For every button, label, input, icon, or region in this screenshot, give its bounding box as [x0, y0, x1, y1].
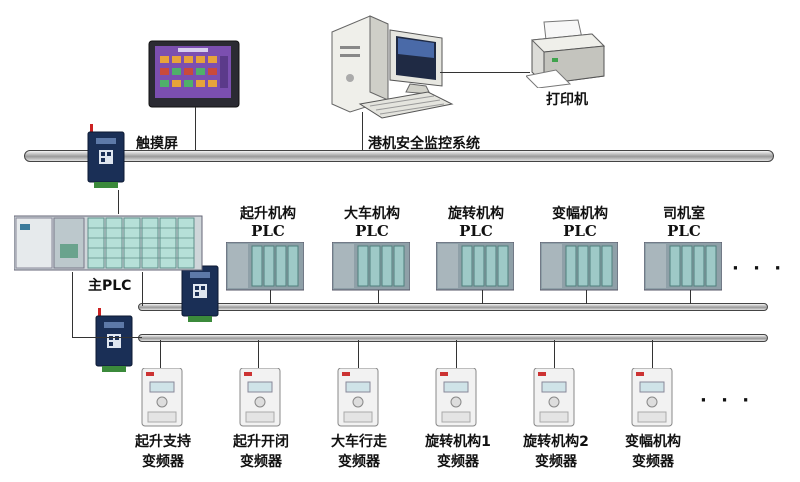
touch-screen-label: 触摸屏: [136, 136, 178, 152]
main-plc-invbus-link: [72, 272, 73, 338]
gateway-icon: [94, 308, 134, 374]
plc-rack-cab: [643, 241, 723, 292]
inverter-ellipsis: · · ·: [700, 390, 754, 411]
plc-drop-gantry: [378, 290, 379, 304]
plc-drop-slew: [482, 290, 483, 304]
computer-printer-link: [440, 72, 530, 73]
plc-rack-luffing: [539, 241, 619, 292]
inverter-icon: [532, 367, 578, 428]
plc-type-slew: PLC: [459, 222, 493, 240]
ethernet-bus: [24, 150, 774, 162]
inverter-label-5: 旋转机构2: [523, 434, 589, 450]
computer-icon: [330, 8, 460, 120]
inv-drop: [554, 340, 555, 368]
computer-link: [362, 112, 363, 152]
plc-name-gantry: 大车机构: [344, 206, 400, 222]
inverter-label-1: 起升支持: [135, 434, 191, 450]
plc-rack-gantry: [331, 241, 411, 292]
inverter-label-4: 旋转机构1: [425, 434, 491, 450]
main-plc-invbus-hlink: [72, 337, 142, 338]
plc-rack-hoist: [225, 241, 305, 292]
inverter-icon: [630, 367, 676, 428]
plc-name-slew: 旋转机构: [448, 206, 504, 222]
printer-label: 打印机: [546, 92, 588, 108]
inv-drop: [652, 340, 653, 368]
inverter-label-6: 变幅机构: [625, 434, 681, 450]
plc-type-luffing: PLC: [563, 222, 597, 240]
inv-drop: [456, 340, 457, 368]
inv-drop: [160, 340, 161, 368]
plc-type-hoist: PLC: [251, 222, 285, 240]
main-plc-link: [118, 190, 119, 214]
inverter-icon: [336, 367, 382, 428]
inverter-icon: [140, 367, 186, 428]
inverter-label-5b: 变频器: [535, 454, 577, 470]
monitoring-system-label: 港机安全监控系统: [368, 136, 480, 152]
inverter-label-6b: 变频器: [632, 454, 674, 470]
plc-ellipsis: · · ·: [732, 258, 786, 279]
inverter-bus: [138, 334, 768, 342]
touch-screen-link: [195, 107, 196, 151]
main-plc-label: 主PLC: [88, 278, 132, 294]
touch-screen-device: [148, 40, 240, 108]
plc-rack-slew: [435, 241, 515, 292]
plc-name-hoist: 起升机构: [240, 206, 296, 222]
plc-type-cab: PLC: [667, 222, 701, 240]
inverter-label-4b: 变频器: [437, 454, 479, 470]
plc-bus: [138, 303, 768, 311]
inverter-label-3: 大车行走: [331, 434, 387, 450]
plc-drop-luffing: [586, 290, 587, 304]
inv-drop: [358, 340, 359, 368]
plc-name-cab: 司机室: [663, 206, 705, 222]
inverter-label-1b: 变频器: [142, 454, 184, 470]
main-plc-rack: [13, 214, 204, 272]
gateway-icon: [86, 124, 126, 190]
plc-drop-hoist: [270, 290, 271, 304]
inverter-label-2b: 变频器: [240, 454, 282, 470]
printer-icon: [524, 18, 608, 89]
inverter-icon: [434, 367, 480, 428]
plc-drop-cab: [690, 290, 691, 304]
main-plc-plcbus-link: [142, 272, 143, 306]
plc-type-gantry: PLC: [355, 222, 389, 240]
inverter-label-2: 起升开闭: [233, 434, 289, 450]
inverter-icon: [238, 367, 284, 428]
plc-name-luffing: 变幅机构: [552, 206, 608, 222]
inv-drop: [258, 340, 259, 368]
inverter-label-3b: 变频器: [338, 454, 380, 470]
